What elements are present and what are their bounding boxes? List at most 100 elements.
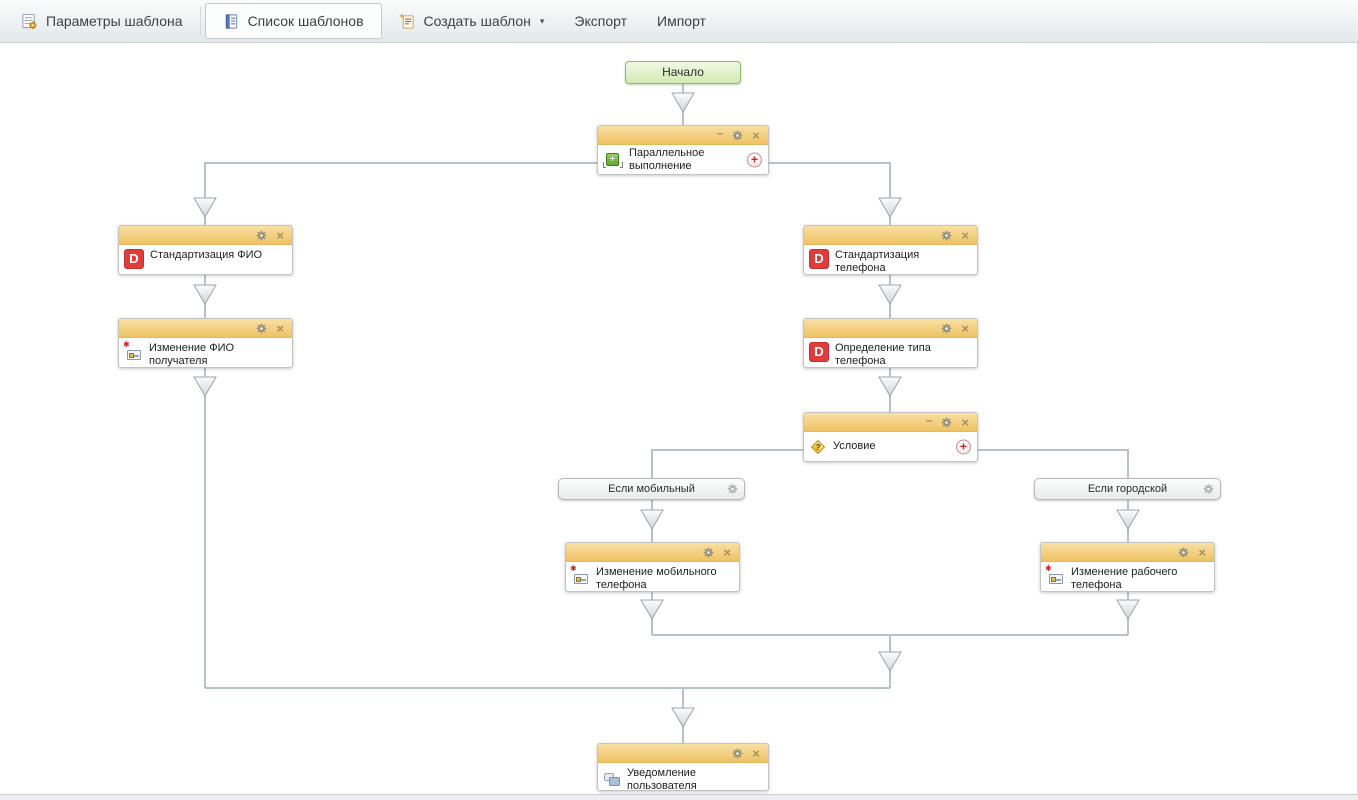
workflow-canvas[interactable]: Начало – × + Параллельное выполнение + ×…	[0, 43, 1358, 800]
parallel-icon: +	[603, 152, 623, 168]
node-header[interactable]: ×	[566, 543, 739, 562]
parallel-box: +	[606, 153, 619, 166]
minimize-icon[interactable]: –	[716, 126, 724, 140]
contact-card-badge	[1051, 577, 1056, 582]
branch-if-city[interactable]: Если городской	[1034, 478, 1221, 500]
close-icon[interactable]: ×	[276, 320, 284, 336]
node-label: Уведомление пользователя	[627, 767, 697, 793]
contact-card-shape	[1049, 574, 1063, 584]
export-label: Экспорт	[574, 13, 628, 29]
toolbar: Параметры шаблона Список шаблонов Создат…	[0, 0, 1358, 43]
minimize-icon[interactable]: –	[925, 413, 933, 427]
parallel-bracket-right	[620, 162, 623, 168]
parallel-bracket-left	[603, 162, 606, 168]
gear-icon[interactable]	[703, 547, 714, 558]
close-icon[interactable]: ×	[961, 320, 969, 336]
node-change-work-phone[interactable]: × ✱ Изменение рабочего телефона	[1040, 542, 1215, 592]
flow-arrow	[193, 197, 217, 218]
node-parallel-execution[interactable]: – × + Параллельное выполнение +	[597, 125, 769, 175]
flow-arrows	[193, 92, 1140, 728]
gear-icon[interactable]	[256, 323, 267, 334]
contact-card-line	[1056, 579, 1061, 581]
create-template-icon	[398, 12, 414, 29]
gear-icon[interactable]	[941, 417, 952, 428]
condition-icon: ?	[809, 439, 827, 455]
close-icon[interactable]: ×	[961, 227, 969, 243]
add-branch-icon[interactable]: +	[747, 152, 762, 167]
import-button[interactable]: Импорт	[642, 0, 721, 42]
node-header[interactable]: ×	[1041, 543, 1214, 562]
node-body: Уведомление пользователя	[598, 763, 768, 792]
node-change-mobile-phone[interactable]: × ✱ Изменение мобильного телефона	[565, 542, 740, 592]
close-icon[interactable]: ×	[1198, 544, 1206, 560]
contact-card-badge	[576, 577, 581, 582]
branch-if-mobile[interactable]: Если мобильный	[558, 478, 745, 500]
close-icon[interactable]: ×	[961, 414, 969, 430]
notification-bubbles-icon	[603, 773, 621, 788]
flow-arrow	[640, 509, 664, 530]
node-header[interactable]: ×	[119, 319, 292, 338]
branch-label: Если городской	[1087, 483, 1168, 495]
gear-icon[interactable]	[1203, 484, 1214, 495]
node-change-fio[interactable]: × ✱ Изменение ФИО получателя	[118, 318, 293, 368]
node-label: Определение типа телефона	[835, 342, 931, 368]
node-label: Условие	[833, 440, 876, 453]
node-body: D Стандартизация телефона	[804, 245, 977, 274]
flow-arrow	[640, 599, 664, 620]
required-star: ✱	[1045, 564, 1052, 573]
flow-arrow	[193, 284, 217, 305]
flow-arrow	[671, 92, 695, 113]
contact-edit-icon: ✱	[123, 340, 143, 361]
node-phone-type[interactable]: × D Определение типа телефона	[803, 318, 978, 368]
bubble-front	[609, 777, 620, 786]
required-star: ✱	[123, 340, 130, 349]
flow-arrow	[1116, 599, 1140, 620]
dadata-icon: D	[809, 342, 829, 362]
gear-icon[interactable]	[732, 748, 743, 759]
node-standardize-fio[interactable]: × D Стандартизация ФИО	[118, 225, 293, 275]
export-button[interactable]: Экспорт	[559, 0, 642, 42]
close-icon[interactable]: ×	[752, 127, 760, 143]
node-user-notification[interactable]: × Уведомление пользователя	[597, 743, 769, 792]
create-template-button[interactable]: Создать шаблон ▾	[384, 0, 560, 42]
close-icon[interactable]: ×	[276, 227, 284, 243]
canvas-bottom-edge	[0, 794, 1358, 800]
node-body: ✱ Изменение рабочего телефона	[1041, 562, 1214, 591]
close-icon[interactable]: ×	[723, 544, 731, 560]
branch-label: Если мобильный	[608, 483, 695, 495]
condition-mark: ?	[815, 442, 821, 452]
gear-icon[interactable]	[1178, 547, 1189, 558]
node-label: Изменение мобильного телефона	[596, 566, 717, 592]
node-condition[interactable]: – × ? Условие +	[803, 412, 978, 462]
gear-icon[interactable]	[727, 484, 738, 495]
start-node[interactable]: Начало	[625, 61, 741, 84]
node-header[interactable]: ×	[804, 319, 977, 338]
node-body: D Стандартизация ФИО	[119, 245, 292, 274]
template-list-button[interactable]: Список шаблонов	[204, 3, 382, 39]
gear-icon[interactable]	[941, 230, 952, 241]
node-label: Стандартизация ФИО	[150, 249, 263, 261]
flow-arrow	[878, 376, 902, 397]
node-body: ? Условие +	[804, 432, 977, 461]
gear-icon[interactable]	[732, 130, 743, 141]
contact-card-line	[581, 579, 586, 581]
node-label: Стандартизация телефона	[835, 249, 920, 275]
flow-arrow	[671, 707, 695, 728]
required-star: ✱	[570, 564, 577, 573]
template-list-label: Список шаблонов	[247, 13, 364, 29]
close-icon[interactable]: ×	[752, 745, 760, 761]
template-list-icon	[225, 13, 237, 29]
flow-arrow	[1116, 509, 1140, 530]
gear-icon[interactable]	[256, 230, 267, 241]
node-header[interactable]: – ×	[598, 126, 768, 145]
node-header[interactable]: ×	[598, 744, 768, 763]
contact-card-badge	[129, 353, 134, 358]
template-params-button[interactable]: Параметры шаблона	[6, 0, 198, 42]
node-header[interactable]: ×	[119, 226, 292, 245]
node-header[interactable]: ×	[804, 226, 977, 245]
node-header[interactable]: – ×	[804, 413, 977, 432]
add-branch-icon[interactable]: +	[956, 439, 971, 454]
gear-icon[interactable]	[941, 323, 952, 334]
node-standardize-phone[interactable]: × D Стандартизация телефона	[803, 225, 978, 275]
connector-wires	[193, 84, 1140, 743]
